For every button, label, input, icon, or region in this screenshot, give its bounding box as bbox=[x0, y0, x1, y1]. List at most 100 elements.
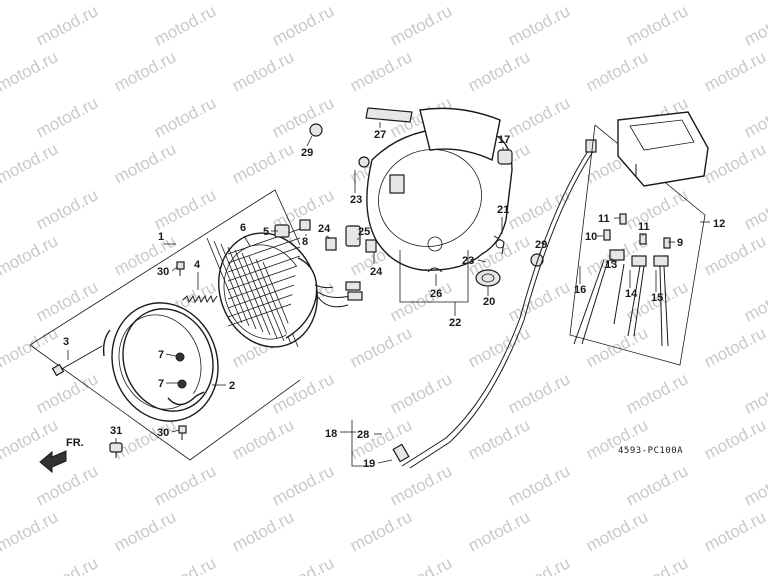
lens-grid-line bbox=[227, 291, 301, 318]
case-group-outline bbox=[399, 250, 469, 303]
watermark-text: motod.ru bbox=[111, 47, 179, 95]
callout-4: 4 bbox=[194, 259, 201, 271]
watermark-text: motod.ru bbox=[741, 93, 768, 141]
cable-group-outline bbox=[351, 420, 372, 467]
callout-29b: 29 bbox=[535, 239, 547, 251]
watermark-text: motod.ru bbox=[229, 47, 297, 95]
watermark-text: motod.ru bbox=[33, 553, 101, 576]
watermark-text: motod.ru bbox=[0, 507, 61, 555]
callout-5: 5 bbox=[263, 226, 269, 238]
reference-code: 4593-PC100A bbox=[618, 446, 683, 456]
watermark-text: motod.ru bbox=[741, 1, 768, 49]
watermark-text: motod.ru bbox=[741, 185, 768, 233]
watermark-text: motod.ru bbox=[505, 553, 573, 576]
screw-bottom bbox=[178, 425, 187, 440]
watermark-text: motod.ru bbox=[151, 553, 219, 576]
watermark-text: motod.ru bbox=[33, 1, 101, 49]
watermark-text: motod.ru bbox=[33, 93, 101, 141]
wire-clips bbox=[325, 225, 377, 253]
callout-30a: 30 bbox=[157, 266, 169, 278]
watermark-text: motod.ru bbox=[111, 415, 179, 463]
watermark-text: motod.ru bbox=[465, 323, 533, 371]
watermark-text: motod.ru bbox=[269, 1, 337, 49]
callout-28: 28 bbox=[357, 429, 369, 441]
watermark-text: motod.ru bbox=[583, 507, 651, 555]
watermark-text: motod.ru bbox=[701, 507, 768, 555]
watermark-text: motod.ru bbox=[33, 277, 101, 325]
leader-line bbox=[165, 353, 177, 357]
watermark-text: motod.ru bbox=[111, 507, 179, 555]
lens-grid-line bbox=[227, 246, 264, 333]
callout-17: 17 bbox=[498, 134, 510, 146]
watermark-text: motod.ru bbox=[583, 415, 651, 463]
watermark-text: motod.ru bbox=[387, 369, 455, 417]
emblem-pad bbox=[365, 107, 413, 123]
callout-25: 25 bbox=[358, 226, 370, 238]
watermark-text: motod.ru bbox=[505, 461, 573, 509]
callout-13: 13 bbox=[605, 259, 617, 271]
lens-grid-line bbox=[241, 252, 278, 339]
callout-23a: 23 bbox=[350, 194, 362, 206]
watermark-text: motod.ru bbox=[701, 0, 768, 4]
watermark-text: motod.ru bbox=[0, 47, 61, 95]
callout-6: 6 bbox=[240, 222, 246, 234]
speedometer-cable bbox=[392, 139, 597, 469]
stay bbox=[493, 235, 505, 255]
watermark-text: motod.ru bbox=[387, 277, 455, 325]
leader-line bbox=[377, 459, 393, 464]
adjusting-screw bbox=[51, 345, 103, 377]
callout-30b: 30 bbox=[157, 427, 169, 439]
headlight-group-outline bbox=[29, 189, 301, 461]
watermark-text: motod.ru bbox=[0, 323, 61, 371]
callout-21: 21 bbox=[497, 204, 509, 216]
callout-15: 15 bbox=[651, 292, 663, 304]
bolt-case bbox=[309, 123, 323, 137]
lens-grid-line bbox=[227, 300, 301, 327]
watermark-text: motod.ru bbox=[583, 323, 651, 371]
watermark-text: motod.ru bbox=[347, 0, 415, 4]
watermark-text: motod.ru bbox=[583, 47, 651, 95]
leader-line bbox=[171, 429, 180, 433]
callout-24a: 24 bbox=[318, 223, 331, 235]
headlight-case bbox=[358, 107, 513, 271]
watermark-text: motod.ru bbox=[347, 323, 415, 371]
watermark-text: motod.ru bbox=[0, 139, 61, 187]
leader-line bbox=[171, 266, 178, 272]
watermark-text: motod.ru bbox=[111, 0, 179, 4]
watermark-text: motod.ru bbox=[465, 47, 533, 95]
watermark-text: motod.ru bbox=[347, 507, 415, 555]
watermark-text: motod.ru bbox=[623, 1, 691, 49]
watermark-text: motod.ru bbox=[465, 507, 533, 555]
small-nut bbox=[299, 219, 311, 231]
watermark-text: motod.ru bbox=[623, 553, 691, 576]
watermark-text: motod.ru bbox=[347, 47, 415, 95]
leader-line bbox=[325, 235, 331, 239]
meter-case bbox=[617, 111, 709, 187]
callout-23b: 23 bbox=[462, 255, 474, 267]
headlight-rim bbox=[102, 302, 219, 422]
callout-29a: 29 bbox=[301, 147, 313, 159]
watermark-text: motod.ru bbox=[623, 461, 691, 509]
leader-line bbox=[306, 135, 313, 147]
front-direction-arrow bbox=[39, 450, 67, 474]
case-clip bbox=[427, 267, 443, 273]
callout-11b: 11 bbox=[638, 221, 650, 233]
leader-line bbox=[243, 235, 251, 247]
watermark-text: motod.ru bbox=[151, 1, 219, 49]
watermark-text: motod.ru bbox=[505, 277, 573, 325]
watermark-text: motod.ru bbox=[465, 415, 533, 463]
grommet bbox=[475, 269, 501, 287]
callout-24b: 24 bbox=[370, 266, 383, 278]
callout-2: 2 bbox=[229, 380, 235, 392]
watermark-text: motod.ru bbox=[229, 507, 297, 555]
lens-grid-line bbox=[227, 246, 301, 273]
watermark-text: motod.ru bbox=[269, 553, 337, 576]
callout-22: 22 bbox=[449, 317, 461, 329]
watermark-text: motod.ru bbox=[741, 461, 768, 509]
callout-7a: 7 bbox=[158, 349, 164, 361]
watermark-text: motod.ru bbox=[33, 461, 101, 509]
callout-19: 19 bbox=[363, 458, 375, 470]
meter-bulbs-wires bbox=[573, 213, 671, 347]
